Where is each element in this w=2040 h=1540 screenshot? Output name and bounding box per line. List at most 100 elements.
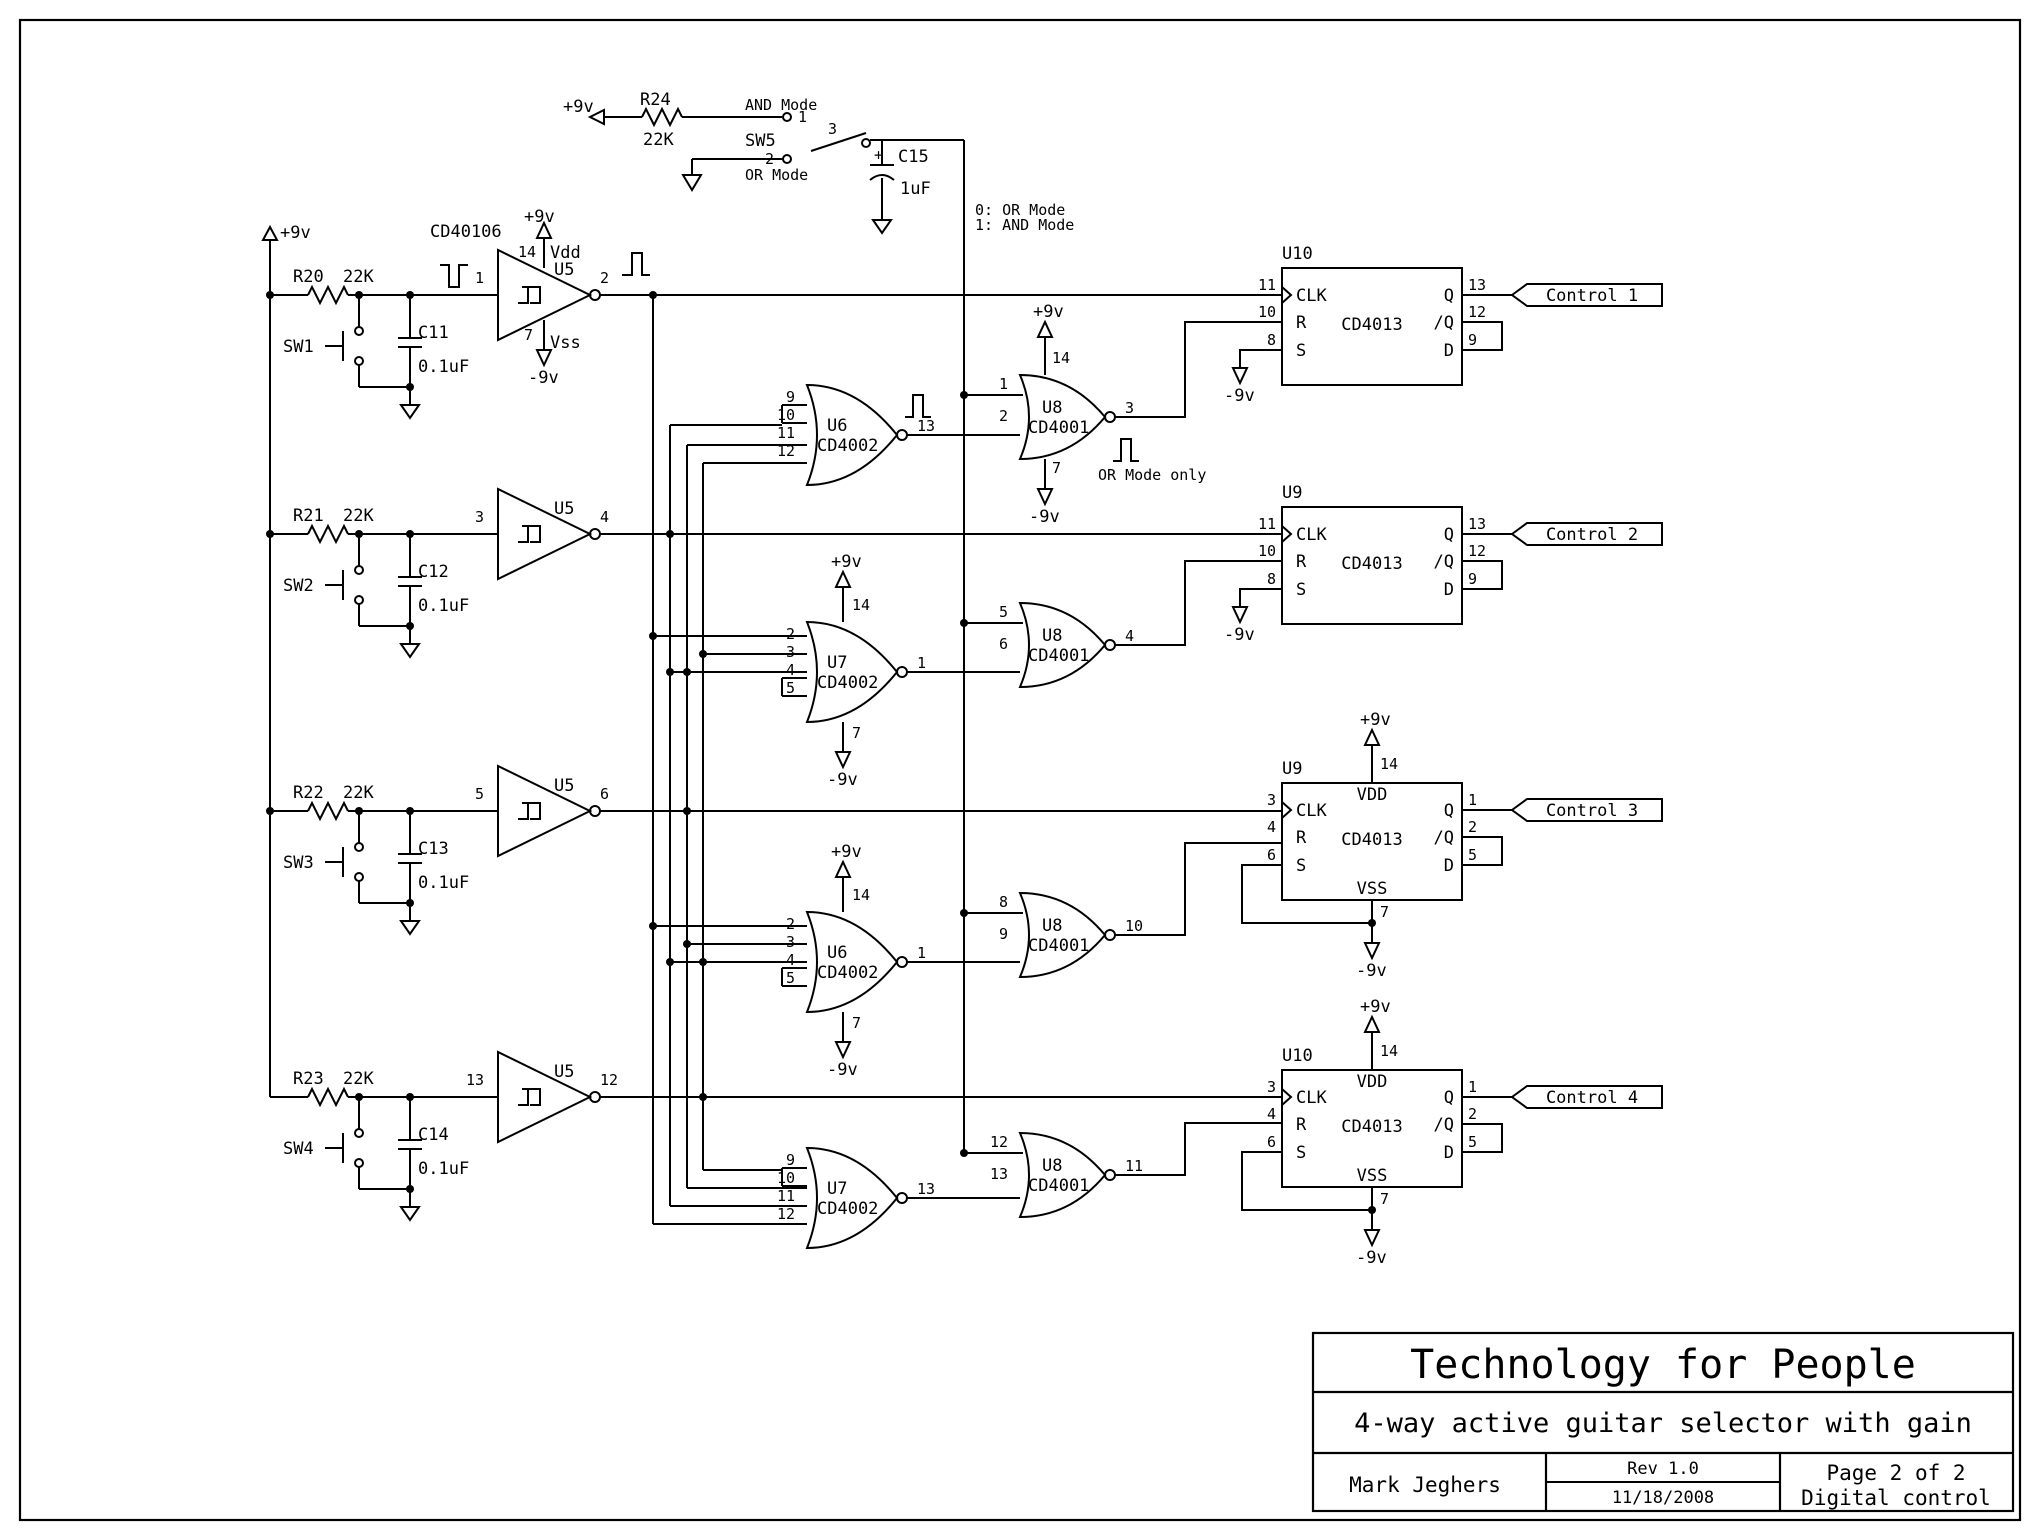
svg-text:R: R — [1296, 1115, 1307, 1135]
svg-text:10: 10 — [777, 406, 795, 424]
vneg-arrow-icon — [834, 1041, 852, 1060]
unit-ref: U10 — [1282, 1046, 1313, 1066]
svg-text:12: 12 — [777, 442, 795, 460]
svg-text:S: S — [1296, 856, 1306, 876]
svg-text:-9v: -9v — [1029, 507, 1060, 527]
svg-text:3: 3 — [1267, 1078, 1276, 1096]
svg-text:11: 11 — [777, 424, 795, 442]
svg-text:1: 1 — [798, 108, 807, 126]
svg-text:3: 3 — [475, 508, 484, 526]
svg-text:12: 12 — [600, 1071, 618, 1089]
mode-note-or: 0: OR Mode — [975, 201, 1065, 219]
svg-text:+9v: +9v — [1033, 302, 1064, 322]
svg-text:U7: U7 — [827, 1179, 847, 1199]
sheet-border — [18, 18, 2022, 1522]
svg-text:14: 14 — [518, 243, 536, 261]
svg-text:Q: Q — [1444, 286, 1454, 306]
svg-text:U6: U6 — [827, 416, 847, 436]
svg-text:1: 1 — [999, 375, 1008, 393]
vneg-arrow-icon — [1231, 606, 1249, 625]
svg-text:+9v: +9v — [831, 842, 862, 862]
svg-text:10: 10 — [1258, 542, 1276, 560]
svg-text:1: 1 — [1468, 1078, 1477, 1096]
svg-text:9: 9 — [786, 388, 795, 406]
svg-text:8: 8 — [1267, 331, 1276, 349]
svg-text:4: 4 — [600, 508, 609, 526]
svg-text:/Q: /Q — [1434, 313, 1454, 333]
svg-text:VSS: VSS — [1357, 1166, 1388, 1186]
svg-text:7: 7 — [524, 326, 533, 344]
svg-text:3: 3 — [786, 933, 795, 951]
svg-text:2: 2 — [1468, 1105, 1477, 1123]
unit-ref: U9 — [1282, 759, 1302, 779]
control-output-label: Control 3 — [1546, 801, 1638, 821]
svg-text:14: 14 — [852, 886, 870, 904]
svg-text:D: D — [1444, 341, 1454, 361]
vneg-arrow-icon — [1036, 488, 1054, 507]
vneg-arrow-icon — [1363, 942, 1381, 961]
svg-text:7: 7 — [1052, 459, 1061, 477]
unit-ref: U9 — [1282, 483, 1302, 503]
pushbutton-switch: SW2 — [283, 576, 314, 596]
capacitor-value: 0.1uF — [418, 596, 469, 616]
svg-text:-9v: -9v — [1224, 625, 1255, 645]
svg-text:AND Mode: AND Mode — [745, 96, 817, 114]
svg-text:CLK: CLK — [1296, 801, 1327, 821]
unit-ref: U5 — [554, 499, 574, 519]
svg-text:13: 13 — [917, 417, 935, 435]
svg-text:U8: U8 — [1042, 916, 1062, 936]
resistor-ref: R20 — [293, 267, 324, 287]
svg-text:Q: Q — [1444, 1088, 1454, 1108]
svg-text:-9v: -9v — [827, 770, 858, 790]
svg-text:14: 14 — [1380, 755, 1398, 773]
unit-ref: U5 — [554, 1062, 574, 1082]
svg-text:6: 6 — [1267, 1133, 1276, 1151]
svg-text:5: 5 — [475, 785, 484, 803]
svg-text:/Q: /Q — [1434, 1115, 1454, 1135]
svg-text:CLK: CLK — [1296, 286, 1327, 306]
signal-buses — [652, 295, 704, 1224]
svg-text:/Q: /Q — [1434, 828, 1454, 848]
svg-text:8: 8 — [1267, 570, 1276, 588]
svg-text:+9v: +9v — [1360, 710, 1391, 730]
resistor-value: 22K — [343, 1069, 374, 1089]
svg-text:-9v: -9v — [827, 1060, 858, 1080]
vneg-arrow-icon — [1231, 367, 1249, 386]
svg-text:5: 5 — [999, 603, 1008, 621]
svg-text:CD4001: CD4001 — [1028, 418, 1089, 438]
svg-text:U7: U7 — [827, 653, 847, 673]
logic-gates: U6CD4002910111213U7CD400223451+9v14-9v7U… — [649, 302, 1282, 1250]
svg-text:VDD: VDD — [1357, 785, 1388, 805]
resistor-value: 22K — [343, 506, 374, 526]
svg-text:2: 2 — [999, 407, 1008, 425]
svg-text:1uF: 1uF — [900, 179, 931, 199]
svg-text:S: S — [1296, 341, 1306, 361]
svg-text:CLK: CLK — [1296, 1088, 1327, 1108]
schmitt-inverter — [497, 487, 593, 581]
title-page: Page 2 of 2 — [1826, 1461, 1965, 1485]
unit-ref: U5 — [554, 776, 574, 796]
svg-text:5: 5 — [786, 679, 795, 697]
svg-text:CD4013: CD4013 — [1341, 554, 1402, 574]
svg-text:3: 3 — [786, 643, 795, 661]
svg-text:4: 4 — [1267, 818, 1276, 836]
capacitor-ref: C11 — [418, 323, 449, 343]
title-block: Technology for People 4-way active guita… — [1311, 1331, 2015, 1513]
svg-text:R: R — [1296, 313, 1307, 333]
svg-text:-9v: -9v — [1356, 961, 1387, 981]
schmitt-inverter — [497, 1050, 593, 1144]
svg-text:12: 12 — [777, 1205, 795, 1223]
capacitor-value: 0.1uF — [418, 873, 469, 893]
svg-text:+: + — [874, 146, 883, 164]
svg-text:9: 9 — [1468, 570, 1477, 588]
vpos-arrow-icon — [1363, 727, 1381, 746]
svg-text:CD4002: CD4002 — [817, 1199, 878, 1219]
control-output-label: Control 1 — [1546, 286, 1638, 306]
